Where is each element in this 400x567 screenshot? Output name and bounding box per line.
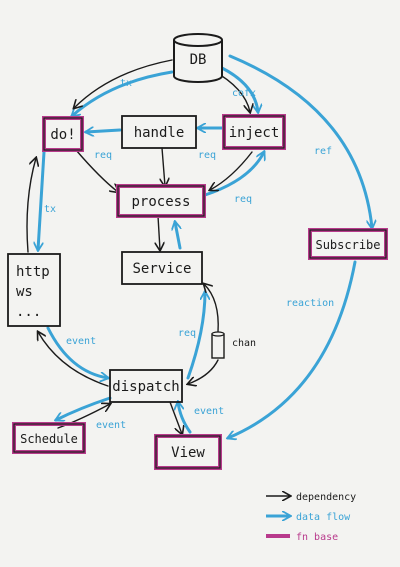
dep-chan-to-service [204, 284, 219, 333]
legend-fn-base-label: fn base [296, 532, 338, 543]
node-http: http ws ... [7, 253, 61, 327]
dep-dispatch-to-view [169, 401, 182, 434]
edge-dispatch-to-service [186, 292, 205, 380]
node-db: DB [173, 33, 223, 83]
dep-http-to-do [26, 158, 36, 253]
edge-db-to-inject [220, 66, 258, 112]
node-subscribe-label: Subscribe [315, 238, 380, 252]
node-do: do! [42, 116, 84, 152]
dep-do-to-process [75, 149, 118, 192]
edge-view-to-dispatch [178, 402, 192, 434]
node-view: View [154, 434, 222, 470]
node-service-label: Service [132, 261, 191, 277]
legend-data-flow-label: data flow [296, 512, 351, 523]
legend-dependency-label: dependency [296, 492, 356, 503]
label-service-to-dispatch: req [178, 328, 196, 339]
label-handle-to-do: req [94, 150, 112, 161]
label-dispatch-to-schedule: event [96, 420, 126, 431]
edge-handle-to-do [86, 130, 122, 132]
node-inject: inject [222, 114, 286, 150]
dep-db-to-do [74, 59, 173, 108]
node-subscribe: Subscribe [308, 228, 388, 260]
dep-inject-to-process [210, 151, 253, 190]
edge-process-to-inject [203, 152, 264, 197]
node-handle-label: handle [134, 125, 185, 141]
label-do-to-http: tx [44, 204, 56, 215]
node-chan-label: chan [232, 338, 256, 349]
dep-handle-to-process [162, 147, 165, 186]
node-process-label: process [131, 194, 190, 210]
label-db-to-inject: cofx [232, 88, 256, 99]
node-http-line3: ... [16, 304, 41, 320]
node-do-label: do! [50, 127, 75, 143]
edge-http-to-dispatch [46, 326, 108, 378]
edge-subscribe-to-view [228, 260, 357, 438]
node-inject-label: inject [229, 125, 280, 141]
node-view-label: View [171, 445, 205, 461]
label-view-to-dispatch: event [194, 406, 224, 417]
node-chan: chan [211, 331, 256, 359]
label-db-to-do: tx [120, 78, 132, 89]
label-inject-to-handle: req [198, 150, 216, 161]
label-subscribe-to-view: reaction [286, 298, 334, 309]
node-dispatch: dispatch [109, 369, 183, 403]
dependency-edges [26, 59, 253, 434]
node-schedule-label: Schedule [20, 432, 78, 446]
edge-do-to-http [38, 150, 46, 250]
dep-dispatch-to-http [38, 332, 109, 387]
node-handle: handle [121, 115, 197, 149]
edge-service-to-process [175, 222, 182, 250]
node-dispatch-label: dispatch [112, 379, 179, 395]
edge-db-to-subscribe [228, 54, 372, 228]
node-http-line1: http [16, 264, 50, 280]
label-process-to-inject: req [234, 194, 252, 205]
data-flow-edges [38, 54, 372, 438]
node-db-label: DB [190, 52, 207, 68]
label-db-to-subscribe: ref [314, 146, 332, 157]
legend: dependency data flow fn base [266, 492, 356, 543]
dep-chan-to-dispatch [188, 359, 219, 384]
node-http-line2: ws [16, 284, 33, 300]
node-service: Service [121, 251, 203, 285]
label-http-to-dispatch: event [66, 336, 96, 347]
node-process: process [116, 184, 206, 218]
dep-process-to-service [158, 215, 160, 250]
dep-schedule-to-dispatch [57, 404, 110, 429]
node-schedule: Schedule [12, 422, 86, 454]
edge-dispatch-to-schedule [56, 396, 112, 420]
